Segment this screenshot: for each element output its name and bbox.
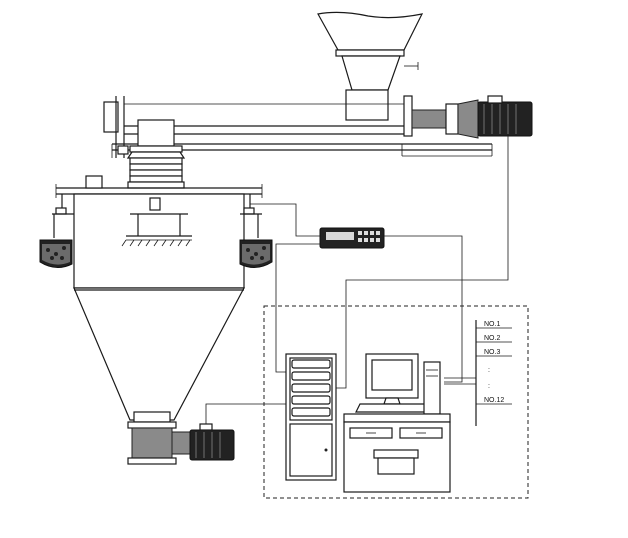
computer-workstation — [343, 353, 451, 493]
load-cell-support-right — [239, 194, 273, 268]
top-feed-hopper — [317, 11, 424, 121]
station-labels: NO.1 NO.2 NO.3 : : NO.12 — [484, 321, 504, 404]
weigh-hopper — [55, 175, 263, 423]
discharge-rotary-valve — [127, 421, 235, 465]
control-cabinet — [285, 353, 337, 481]
screw-conveyor — [103, 96, 493, 158]
station-ellipsis-a: : — [488, 367, 490, 374]
station-label-1: NO.1 — [484, 321, 500, 328]
station-label-3: NO.3 — [484, 349, 500, 356]
signal-wiring — [205, 136, 512, 426]
control-room-boundary — [263, 305, 529, 499]
weighing-indicator — [319, 227, 385, 249]
station-label-2: NO.2 — [484, 335, 500, 342]
station-label-12: NO.12 — [484, 397, 504, 404]
load-cell-support-left — [39, 194, 74, 268]
flexible-bellows-connector — [126, 119, 186, 189]
conveyor-drive-motor — [403, 95, 533, 139]
station-ellipsis-b: : — [488, 383, 490, 390]
